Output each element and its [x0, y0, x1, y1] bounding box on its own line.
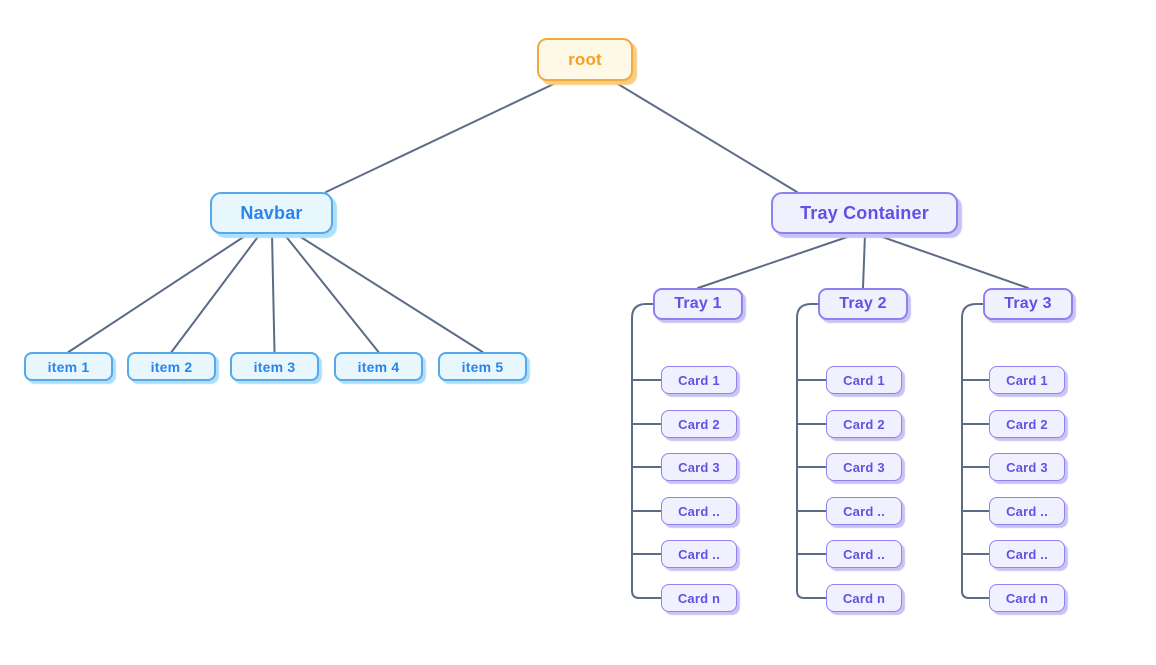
edge-root-navbar [325, 80, 561, 193]
navbar-item-1: item 1 [24, 352, 113, 381]
navbar-item-2: item 2 [127, 352, 216, 381]
edge-navbar-item5 [295, 233, 484, 353]
tray-3-card-2: Card 2 [989, 410, 1065, 438]
edge-navbar-item1 [67, 233, 249, 353]
tray-3-node: Tray 3 [983, 288, 1073, 320]
tray-3-card-1: Card 1 [989, 366, 1065, 394]
tray-2-card-2: Card 2 [826, 410, 902, 438]
tray-1-card-4: Card .. [661, 497, 737, 525]
navbar-item-5: item 5 [438, 352, 527, 381]
trunk-tray1 [631, 303, 662, 599]
trunk-tray3 [961, 303, 990, 599]
edge-container-tray1 [697, 233, 857, 289]
tray-2-card-5: Card .. [826, 540, 902, 568]
tray-3-card-4: Card .. [989, 497, 1065, 525]
navbar-item-3: item 3 [230, 352, 319, 381]
tray-container-node: Tray Container [771, 192, 958, 234]
tray-3-card-n: Card n [989, 584, 1065, 612]
tray-3-card-3: Card 3 [989, 453, 1065, 481]
edge-container-tray3 [873, 233, 1029, 289]
edge-navbar-item2 [170, 233, 261, 353]
tray-1-card-3: Card 3 [661, 453, 737, 481]
tray-1-card-n: Card n [661, 584, 737, 612]
tray-2-card-3: Card 3 [826, 453, 902, 481]
navbar-item-4: item 4 [334, 352, 423, 381]
edge-root-tray-container [612, 80, 798, 193]
edge-navbar-item3 [271, 233, 276, 353]
root-node: root [537, 38, 633, 81]
tray-3-card-5: Card .. [989, 540, 1065, 568]
tray-2-card-4: Card .. [826, 497, 902, 525]
edge-navbar-item4 [283, 233, 380, 353]
tray-1-card-5: Card .. [661, 540, 737, 568]
tray-2-card-1: Card 1 [826, 366, 902, 394]
tray-2-node: Tray 2 [818, 288, 908, 320]
trunk-tray2 [796, 303, 827, 599]
tray-1-card-1: Card 1 [661, 366, 737, 394]
tray-1-node: Tray 1 [653, 288, 743, 320]
tray-2-card-n: Card n [826, 584, 902, 612]
tray-1-card-2: Card 2 [661, 410, 737, 438]
navbar-node: Navbar [210, 192, 333, 234]
edge-container-tray2 [862, 233, 866, 289]
